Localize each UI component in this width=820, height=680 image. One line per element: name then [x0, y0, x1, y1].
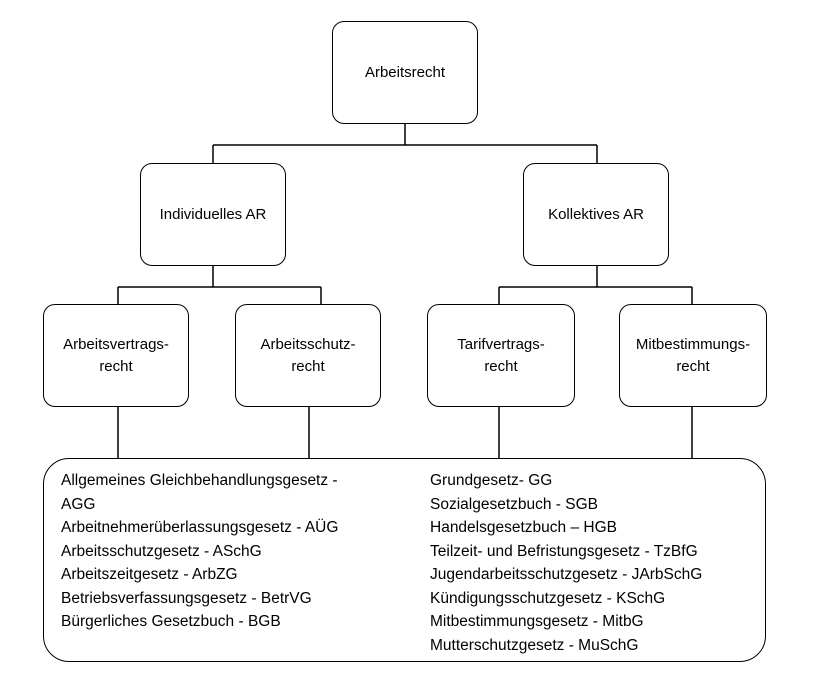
node-label-line: recht [484, 357, 518, 375]
node-label-line: Tarifvertrags- [457, 335, 545, 353]
node-tarifvertragsrecht: Tarifvertrags- recht [427, 304, 575, 407]
node-kollektives-ar: Kollektives AR [523, 163, 669, 266]
node-individuelles-ar: Individuelles AR [140, 163, 286, 266]
node-label: Arbeitsrecht [364, 63, 446, 81]
node-label-line: Arbeitsvertrags- [63, 335, 169, 353]
node-arbeitsschutzrecht: Arbeitsschutz- recht [235, 304, 381, 407]
node-mitbestimmungsrecht: Mitbestimmungs- recht [619, 304, 767, 407]
law-item: Jugendarbeitsschutzgesetz - JArbSchG [430, 566, 703, 583]
node-arbeitsrecht: Arbeitsrecht [332, 21, 478, 124]
law-item: Bürgerliches Gesetzbuch - BGB [61, 613, 281, 630]
law-item: Allgemeines Gleichbehandlungsgesetz - AG… [61, 472, 338, 513]
node-label: Individuelles AR [159, 205, 267, 223]
node-label-line: recht [676, 357, 710, 375]
node-label-line: recht [99, 357, 133, 375]
node-label-line: Arbeitsschutz- [260, 335, 356, 353]
law-item: Arbeitnehmerüberlassungsgesetz - AÜG [61, 519, 339, 536]
law-item: Teilzeit- und Befristungsgesetz - TzBfG [430, 542, 698, 560]
node-label-line: recht [291, 357, 325, 375]
laws-list-right: Grundgesetz- GG Sozialgesetzbuch - SGB H… [430, 469, 760, 657]
laws-list-left: Allgemeines Gleichbehandlungsgesetz - AG… [61, 469, 391, 634]
law-item: Sozialgesetzbuch - SGB [430, 495, 599, 513]
law-item: Handelsgesetzbuch – HGB [430, 519, 617, 536]
node-label: Kollektives AR [548, 205, 644, 223]
law-item: Grundgesetz- GG [430, 472, 553, 489]
law-item: Mitbestimmungsgesetz - MitbG [430, 613, 644, 630]
law-item: Mutterschutzgesetz - MuSchG [430, 636, 639, 654]
laws-box: Allgemeines Gleichbehandlungsgesetz - AG… [43, 458, 766, 662]
law-item: Arbeitszeitgesetz - ArbZG [61, 566, 238, 583]
law-item: Betriebsverfassungsgesetz - BetrVG [61, 589, 312, 607]
node-arbeitsvertragsrecht: Arbeitsvertrags- recht [43, 304, 189, 407]
law-item: Arbeitsschutzgesetz - ASchG [61, 542, 262, 560]
law-item: Kündigungsschutzgesetz - KSchG [430, 589, 666, 607]
node-label-line: Mitbestimmungs- [635, 335, 751, 353]
